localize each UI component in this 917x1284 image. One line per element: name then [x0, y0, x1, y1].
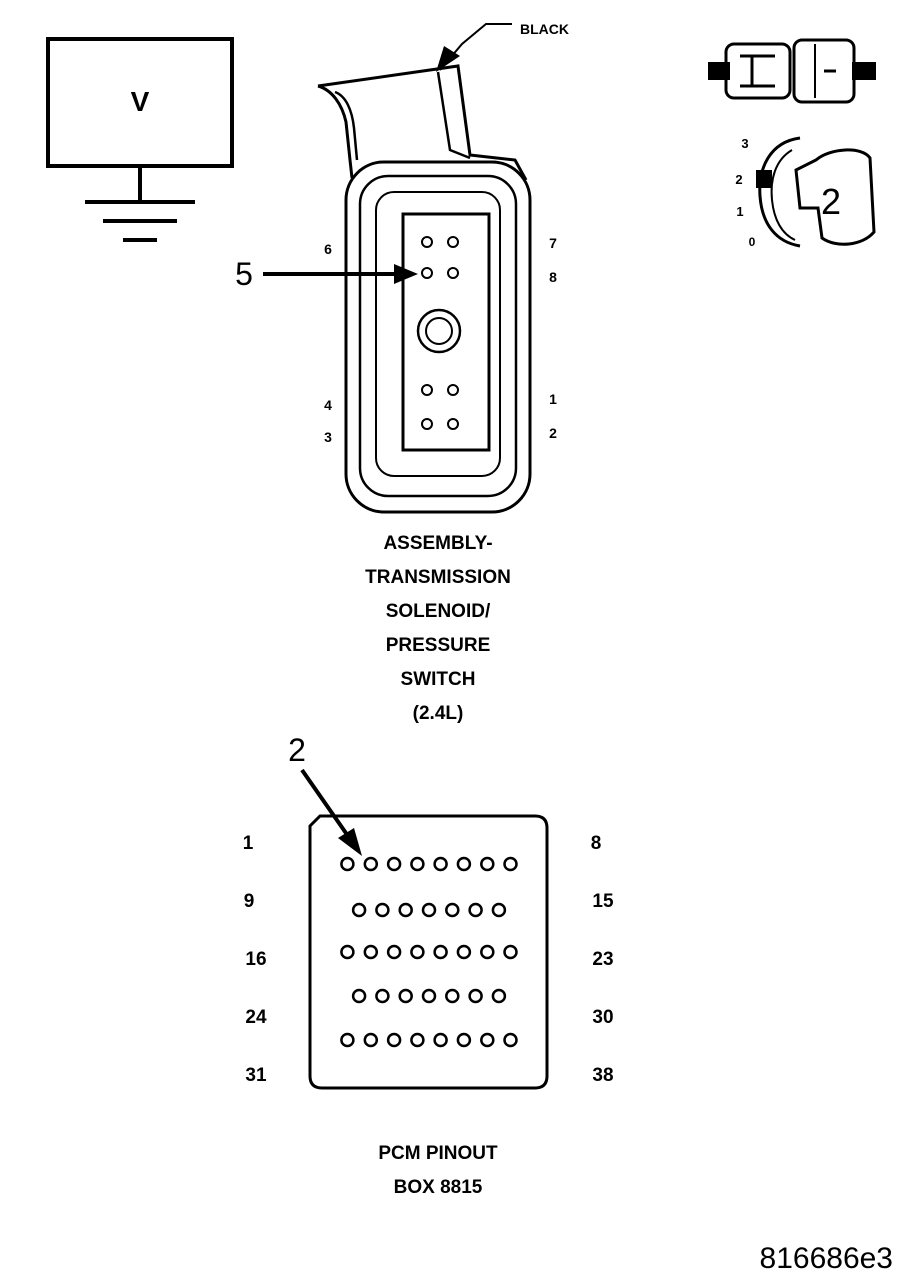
pin-label-3: 3: [324, 429, 332, 445]
ground-icon: [85, 200, 195, 242]
pcm-pin-hole: [410, 856, 425, 872]
pcm-row-label-left-3: 16: [245, 949, 266, 970]
pcm-connector-body: [308, 814, 549, 1090]
pcm-pin-hole: [410, 1032, 425, 1048]
pcm-pin-hole: [386, 856, 402, 872]
pcm-pin-hole: [480, 1032, 495, 1048]
pcm-row-label-right-4: 30: [592, 1007, 613, 1028]
pcm-row-label-left-2: 9: [244, 891, 255, 912]
pcm-pin-hole: [375, 988, 390, 1004]
connector-pin-holes: [421, 236, 459, 430]
pcm-pin-hole: [445, 902, 460, 918]
caption-line: TRANSMISSION: [365, 567, 511, 588]
callout-2-arrow-icon: [338, 828, 362, 856]
pcm-pin-hole: [433, 856, 448, 872]
pcm-pin-hole: [340, 1032, 355, 1048]
pcm-pin-hole: [433, 944, 448, 960]
pcm-pin-hole: [480, 944, 495, 960]
pcm-pin-hole: [421, 988, 437, 1004]
pcm-pin-hole: [456, 944, 472, 960]
wire-color-label: BLACK: [520, 21, 569, 37]
pin-label-6: 6: [324, 241, 332, 257]
pcm-pin-hole: [468, 902, 483, 918]
pcm-row-label-left-5: 31: [245, 1065, 267, 1086]
pcm-pin-grid: [340, 856, 518, 1048]
pcm-row-label-right-3: 23: [592, 949, 613, 970]
pcm-pin-hole: [456, 1032, 472, 1048]
pcm-pin-hole: [363, 944, 379, 960]
pcm-pin-hole: [468, 988, 483, 1004]
caption-line: BOX 8815: [393, 1177, 483, 1198]
pcm-pin-hole: [491, 988, 507, 1004]
pcm-row-label-right-1: 8: [591, 833, 602, 854]
pcm-pin-hole: [340, 944, 355, 960]
callout-5-arrow-icon: [394, 264, 418, 284]
connector-title: ASSEMBLY- TRANSMISSION SOLENOID/PRESSURE SW…: [318, 527, 558, 731]
key-position-selected: 2: [821, 181, 841, 222]
key-position-0: 0: [749, 235, 756, 249]
pcm-row-label-left-4: 24: [245, 1007, 267, 1028]
pcm-pin-hole: [340, 856, 355, 872]
pcm-pin-hole: [375, 902, 390, 918]
pcm-pin-hole: [386, 944, 402, 960]
pcm-pin-hole: [421, 902, 437, 918]
pcm-title: PCM PINOUT BOX 8815: [318, 1137, 558, 1205]
pcm-pin-hole: [503, 856, 518, 872]
pin-label-1: 1: [549, 391, 557, 407]
connector-plug-icon: [708, 38, 876, 104]
pcm-row-label-right-5: 38: [592, 1065, 613, 1086]
key-position-1: 1: [736, 204, 743, 219]
pcm-pin-hole: [480, 856, 495, 872]
pcm-pin-hole: [491, 902, 507, 918]
pcm-pin-hole: [363, 1032, 379, 1048]
pcm-pin-hole: [351, 902, 367, 918]
pcm-pin-hole: [433, 1032, 448, 1048]
wire-pointer-arrow-icon: [436, 46, 460, 72]
caption-line: SOLENOID/: [385, 601, 491, 622]
pcm-pin-hole: [398, 988, 413, 1004]
pcm-row-label-left-1: 1: [243, 833, 254, 854]
pcm-pin-hole: [351, 988, 367, 1004]
pcm-pin-hole: [386, 1032, 402, 1048]
pin-label-2: 2: [549, 425, 557, 441]
pcm-pin-hole: [503, 1032, 518, 1048]
caption-line: PCM PINOUT: [378, 1143, 498, 1164]
caption-line: SWITCH: [400, 669, 476, 690]
pcm-pin-hole: [503, 944, 518, 960]
pin-label-8: 8: [549, 269, 557, 285]
caption-line: ASSEMBLY-: [383, 533, 493, 554]
pcm-pin-hole: [456, 856, 472, 872]
solenoid-connector: BLACK 6 7 8 4 1 3 2 5: [235, 21, 569, 514]
key-position-3: 3: [741, 136, 748, 151]
pcm-pin-hole: [363, 856, 379, 872]
key-position-2: 2: [735, 172, 742, 187]
voltmeter-label: V: [131, 86, 150, 117]
callout-5: 5: [235, 256, 253, 292]
caption-line: (2.4L): [412, 703, 464, 724]
callout-2: 2: [288, 732, 306, 768]
caption-line: PRESSURE: [385, 635, 491, 656]
pcm-connector: 1 9 16 24 31 8 15 23 30 38 2: [243, 732, 614, 1090]
center-bolt-icon: [416, 308, 462, 354]
pcm-row-label-right-2: 15: [592, 891, 614, 912]
pin-label-7: 7: [549, 235, 557, 251]
voltmeter-symbol: V: [46, 37, 234, 242]
ignition-key-icon: 2: [756, 136, 876, 248]
pin-label-4: 4: [324, 397, 332, 413]
pcm-pin-hole: [410, 944, 425, 960]
pcm-pin-hole: [445, 988, 460, 1004]
pcm-pin-hole: [398, 902, 413, 918]
figure-id: 816686e3: [760, 1242, 893, 1275]
